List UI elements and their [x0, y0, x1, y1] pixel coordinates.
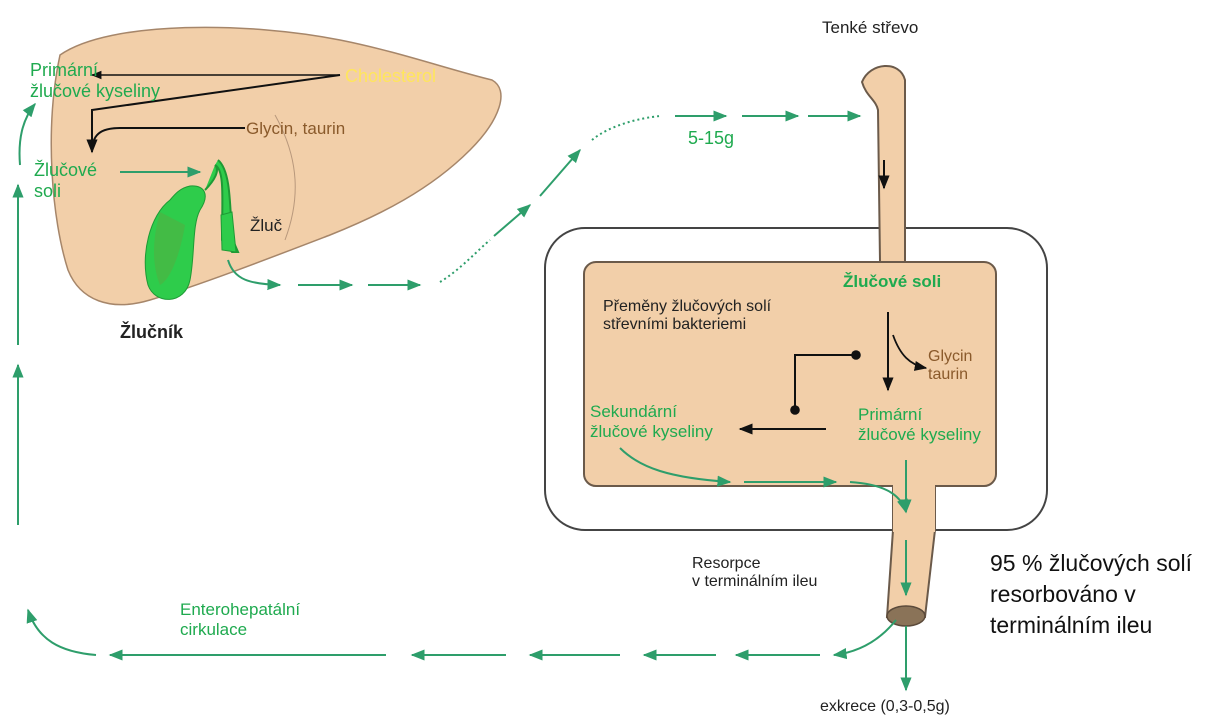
primary-acids-intestine-label: Primární žlučové kyseliny [858, 405, 981, 444]
small-intestine-label: Tenké střevo [822, 18, 918, 38]
cholesterol-label: Cholesterol [345, 66, 436, 87]
resorption-label: Resorpce v terminálním ileu [692, 555, 817, 592]
glycine-taurine-intestine-label: Glycin taurin [928, 348, 972, 385]
enterohepatic-label: Enterohepatální cirkulace [180, 600, 300, 639]
secondary-acids-label: Sekundární žlučové kyseliny [590, 402, 713, 441]
reabsorbed-note: 95 % žlučových solí resorbováno v termin… [990, 548, 1192, 641]
bile-salts-liver-label: Žlučové soli [34, 160, 97, 201]
excretion-label: exkrece (0,3-0,5g) [820, 698, 950, 716]
glycine-taurine-liver-label: Glycin, taurin [246, 119, 345, 139]
bile-label: Žluč [250, 216, 282, 236]
primary-acids-liver-label: Primární žlučové kyseliny [30, 60, 160, 101]
gallbladder-label: Žlučník [120, 322, 183, 343]
amount-label: 5-15g [688, 128, 734, 149]
bile-salts-intestine-label: Žlučové soli [843, 272, 941, 292]
bacteria-transformation-label: Přeměny žlučových solí střevními bakteri… [603, 298, 771, 335]
